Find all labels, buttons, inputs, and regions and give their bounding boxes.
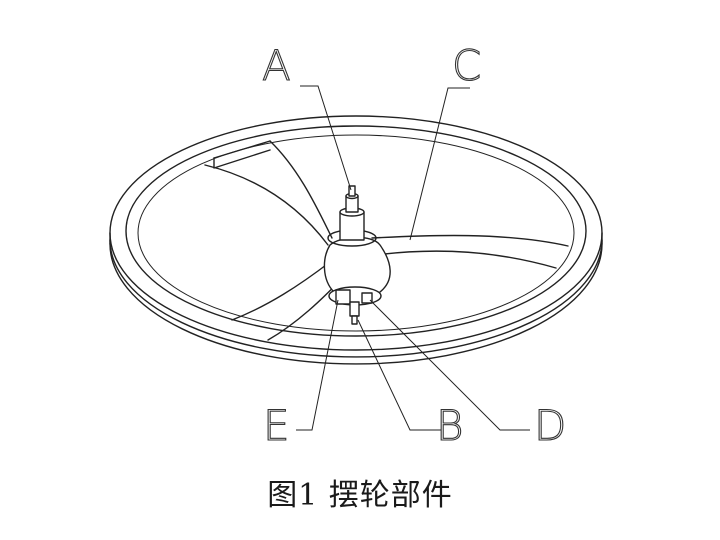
label-c: C bbox=[452, 41, 481, 90]
figure-caption: 图1 摆轮部件 bbox=[267, 478, 453, 513]
label-b: B bbox=[436, 401, 464, 450]
wheel-rim bbox=[109, 115, 603, 365]
wheel-spokes bbox=[204, 140, 569, 341]
label-d: D bbox=[534, 401, 566, 450]
label-e: E bbox=[263, 401, 290, 450]
balance-staff bbox=[339, 185, 365, 241]
label-a: A bbox=[262, 41, 291, 90]
roller-assembly bbox=[328, 286, 382, 325]
leader-lines bbox=[296, 85, 530, 431]
